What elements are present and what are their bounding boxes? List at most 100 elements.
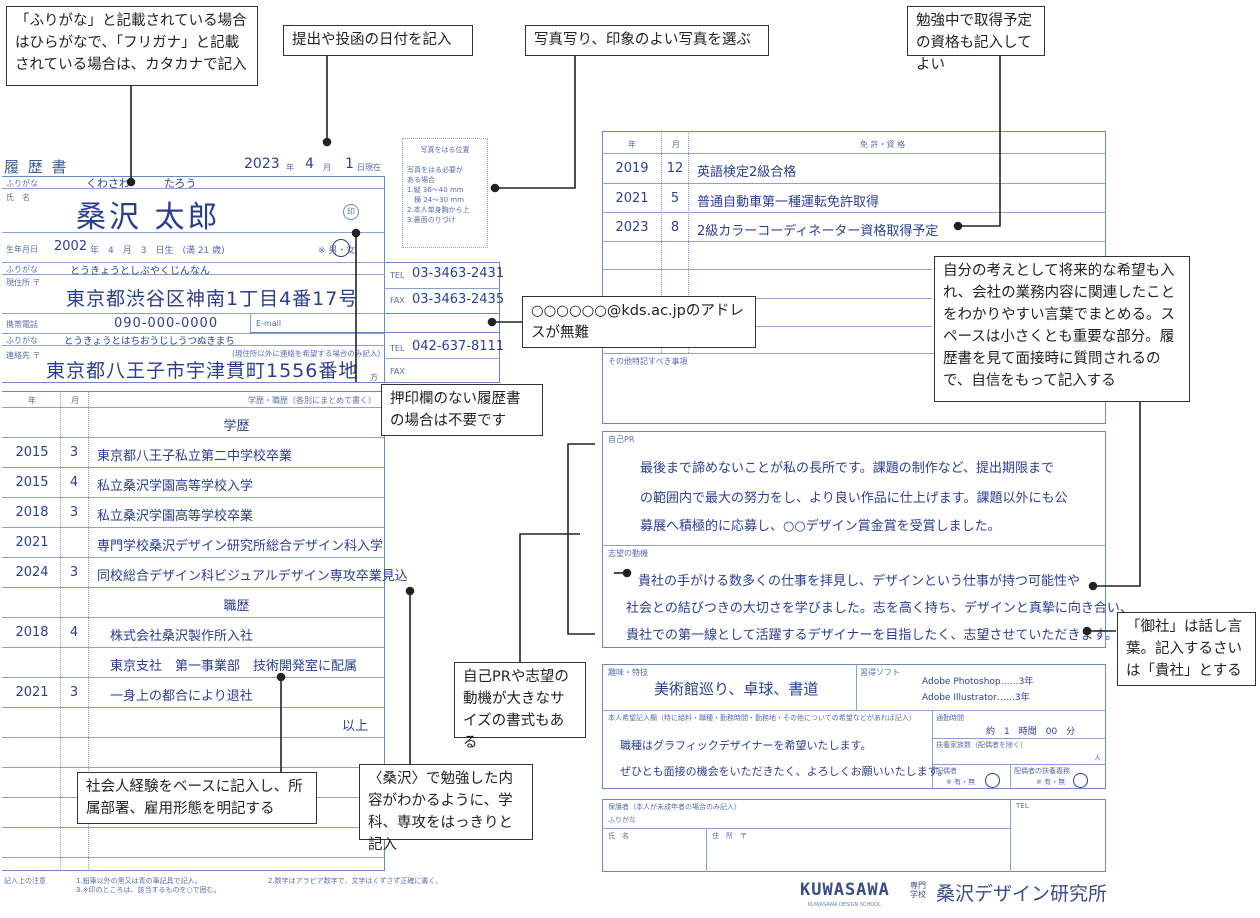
footnote-label: 記入上の注意 (4, 877, 46, 885)
contact-tel: 042-637-8111 (412, 339, 505, 354)
hobby-frame (602, 664, 1106, 789)
photo-box: 写真をはる位置 写真をはる必要が ある場合 1.縦 36～40 mm 横 24～… (402, 138, 488, 248)
history-row-line (2, 587, 385, 588)
callout-photo: 写真写り、印象のよい写真を選ぶ (525, 25, 769, 56)
history-row-month: 3 (69, 565, 79, 580)
history-row-month: 4 (69, 475, 79, 490)
contact-address: 東京都八王子市宇津貫町1556番地 (46, 360, 359, 382)
history-row-line (2, 527, 385, 528)
date-month: 4 (305, 156, 314, 172)
history-row-line (2, 497, 385, 498)
license-row-text: 英語検定2級合格 (697, 165, 797, 180)
license-row-text: 2級カラーコーディネーター資格取得予定 (697, 224, 939, 239)
callout-seal: 押印欄のない履歴書の場合は不要です (381, 384, 543, 436)
guardian-furigana: ふりがな (608, 816, 636, 824)
history-row-line (2, 707, 385, 708)
history-row-year: 2018 (15, 505, 49, 520)
spouse-duty-label: 配偶者の扶養義務 (1014, 767, 1070, 775)
contact-fax-label: FAX (390, 367, 405, 376)
mobile-label: 携帯電話 (6, 320, 38, 329)
contact-tel-label: TEL (390, 344, 405, 353)
history-row-line (2, 737, 385, 738)
history-row-text: 株式会社桑沢製作所入社 (97, 629, 254, 644)
history-row-text: 東京支社 第一事業部 技術開発室に配属 (97, 659, 358, 674)
photo-line-4: 横 24～30 mm (407, 196, 464, 204)
photo-line-3: 1.縦 36～40 mm (407, 186, 464, 194)
commute-label: 通勤時間 (936, 714, 964, 722)
hobby-label: 趣味・特技 (608, 668, 648, 677)
history-row-text: 一身上の都合により退社 (97, 689, 253, 704)
spouse-duty-value: ※ 有・無 (1036, 778, 1066, 786)
callout-furigana: 「ふりがな」と記載されている場合はひらがなで、「フリガナ」と記載されている場合は… (6, 6, 258, 86)
history-row-line (2, 767, 385, 768)
history-row-line (2, 677, 385, 678)
motive-line-3: 貴社での第一線として活躍するデザイナーを目指したく、志望させていただきます。 (626, 628, 1119, 643)
pr-label: 自己PR (608, 435, 635, 444)
guardian-address: 住 所 〒 (712, 832, 747, 840)
history-row-line (2, 647, 385, 648)
guardian-frame (602, 799, 1106, 872)
history-row-text: 同校総合デザイン科ビジュアルデザイン専攻卒業見込 (97, 569, 408, 584)
history-row-line (2, 857, 385, 858)
logo-sub: KUWASAWA DESIGN SCHOOL (808, 902, 881, 908)
photo-line-2: ある場合 (407, 176, 435, 184)
name-furigana-1: くわさわ (86, 177, 130, 190)
history-row-text: 東京都八王子私立第二中学校卒業 (97, 449, 293, 464)
spouse-duty-circle (1073, 773, 1088, 788)
license-row-year: 2021 (615, 190, 649, 206)
date-year: 2023 (244, 156, 280, 172)
history-row-year: 2018 (15, 625, 49, 640)
history-row-line (2, 827, 385, 828)
footnote-2: 2.数字はアラビア数字で、文字はくずさず正確に書く。 (268, 877, 443, 885)
logo-name: 桑沢デザイン研究所 (936, 883, 1108, 905)
contact-furigana-label: ふりがな (6, 336, 38, 345)
license-row-text: 普通自動車第一種運転免許取得 (697, 194, 880, 210)
photo-line-6: 3.裏面のりづけ (407, 216, 456, 224)
wish-label: 本人希望記入欄（特に給料・職種・勤務時間・勤務地・その他についての希望などがあれ… (608, 714, 916, 722)
fax-value: 03-3463-2435 (412, 292, 505, 307)
soft-2: Adobe Illustrator……3年 (922, 693, 1030, 703)
mobile-value: 090-000-0000 (114, 316, 219, 331)
name-furigana-2: たろう (164, 177, 197, 190)
history-row-month: 3 (69, 445, 79, 460)
footnote-3: 3.※印のところは、該当するものを○で囲む。 (76, 886, 221, 894)
name-furigana-label: ふりがな (6, 179, 38, 188)
soft-1: Adobe Photoshop……3年 (922, 677, 1034, 687)
other-label: その他特記すべき事項 (608, 357, 688, 366)
photo-line-5: 2.本人単身胸から上 (407, 206, 470, 214)
date-nen: 年 (286, 163, 294, 172)
history-row-month: 3 (69, 685, 79, 700)
guardian-name: 氏 名 (608, 832, 629, 840)
motive-label: 志望の動機 (608, 549, 648, 558)
history-row-line (2, 557, 385, 558)
sex-circle (332, 239, 350, 257)
history-row-month: 4 (69, 625, 79, 640)
wish-1: 職種はグラフィックデザイナーを希望いたします。 (620, 739, 872, 752)
date-tsuki: 月 (323, 163, 331, 172)
history-row-text: 学歴 (223, 419, 250, 434)
contact-note: (現住所以外に連絡を希望する場合のみ記入) (232, 349, 381, 358)
email-label: E-mail (256, 319, 282, 328)
photo-line-1: 写真をはる必要が (407, 166, 463, 174)
history-head-year: 年 (28, 396, 36, 405)
history-row-text: 以上 (341, 719, 368, 734)
photo-box-title: 写真をはる位置 (420, 146, 470, 154)
footnote-1: 1.鉛筆以外の黒又は青の筆記具で記入。 (76, 877, 202, 885)
email-frame (250, 313, 500, 333)
callout-study: 〈桑沢〉で勉強した内容がわかるように、学科、専攻をはっきりと記入 (359, 764, 533, 853)
pr-line-1: 最後まで諦めないことが私の長所です。課題の制作など、提出期限まで (640, 461, 1055, 476)
spouse-label: 配偶者 (936, 767, 957, 775)
history-row-year: 2021 (15, 685, 49, 700)
callout-date: 提出や投函の日付を記入 (283, 25, 473, 56)
seal-mark: 印 (343, 204, 359, 220)
pr-line-3: 募展へ積極的に応募し、○○デザイン賞金賞を受賞しました。 (640, 519, 1001, 534)
callout-work: 社会人経験をベースに記入し、所属部署、雇用形態を明記する (77, 772, 317, 824)
license-row-month: 8 (670, 220, 680, 235)
tel-label: TEL (390, 271, 405, 280)
callout-size: 自己PRや志望の動機が大きなサイズの書式もある (454, 662, 586, 751)
wish-2: ぜひとも面接の機会をいただきたく、よろしくお願いいたします。 (620, 765, 949, 778)
spouse-circle (985, 773, 1000, 788)
logo-mark: KUWASAWA (800, 880, 890, 900)
license-row-year: 2023 (615, 220, 649, 235)
license-head-year: 年 (628, 140, 636, 149)
